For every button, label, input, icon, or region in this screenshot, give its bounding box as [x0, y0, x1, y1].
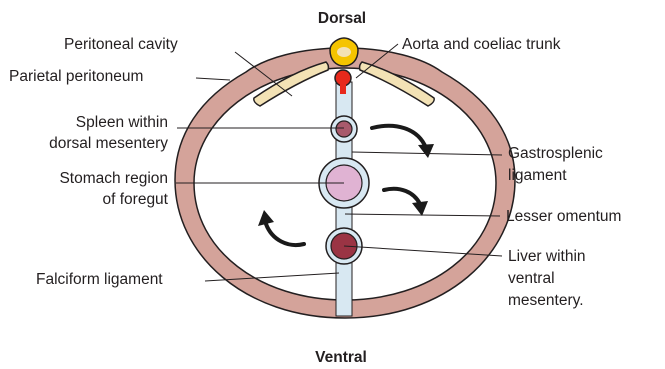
vertebra-core [337, 47, 351, 57]
label-peritoneal-cavity: Peritoneal cavity [64, 36, 178, 53]
label-stomach-line2: of foregut [103, 191, 169, 208]
rotation-arrow-lower-head [258, 210, 274, 226]
label-parietal-peritoneum: Parietal peritoneum [9, 68, 143, 85]
label-liver-line2: ventral [508, 270, 555, 287]
label-lesser-omentum: Lesser omentum [506, 208, 621, 225]
rotation-arrow-lower [266, 224, 304, 245]
rotation-arrow-middle-head [412, 201, 428, 216]
label-spleen-line2: dorsal mesentery [49, 135, 168, 152]
label-gastrosplenic-line2: ligament [508, 167, 567, 184]
label-liver-line1: Liver within [508, 248, 586, 265]
label-spleen-line1: Spleen within [76, 114, 168, 131]
label-aorta: Aorta and coeliac trunk [402, 36, 561, 53]
coeliac-trunk [340, 84, 346, 94]
rotation-arrow-upper-head [418, 144, 434, 158]
ventral-label: Ventral [315, 349, 367, 366]
aorta-circle [335, 70, 351, 86]
spleen-circle [336, 121, 352, 137]
rotation-arrow-upper [372, 126, 426, 148]
leader-parietal-peritoneum [196, 78, 230, 80]
rotation-arrow-middle [384, 189, 420, 204]
dorsal-label: Dorsal [318, 10, 366, 27]
label-stomach-line1: Stomach region [59, 170, 168, 187]
label-liver-line3: mesentery. [508, 292, 584, 309]
label-falciform: Falciform ligament [36, 271, 163, 288]
label-gastrosplenic-line1: Gastrosplenic [508, 145, 603, 162]
